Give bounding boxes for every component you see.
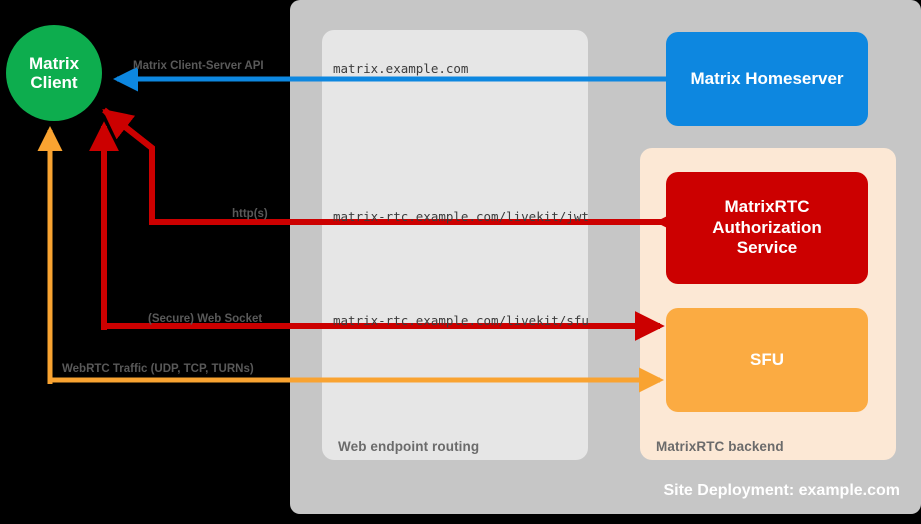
sfu-label: SFU bbox=[750, 349, 784, 369]
endpoint-label-livekit-sfu: matrix-rtc.example.com/livekit/sfu bbox=[333, 313, 589, 328]
web-endpoint-routing-panel bbox=[322, 30, 588, 460]
auth-service-label-line1: MatrixRTC bbox=[724, 197, 810, 217]
matrix-client-label-line1: Matrix bbox=[28, 53, 80, 73]
node-matrix-client[interactable]: Matrix Client bbox=[6, 25, 102, 121]
endpoint-label-matrix-example-com: matrix.example.com bbox=[333, 61, 469, 76]
matrixrtc-backend-label: MatrixRTC backend bbox=[656, 439, 784, 454]
matrix-client-label-line2: Client bbox=[30, 73, 78, 92]
endpoint-label-livekit-jwt: matrix-rtc.example.com/livekit/jwt bbox=[333, 209, 589, 224]
auth-service-label-line3: Service bbox=[736, 238, 798, 258]
node-matrix-homeserver[interactable]: Matrix Homeserver bbox=[666, 32, 868, 126]
site-deployment-label: Site Deployment: example.com bbox=[663, 482, 900, 499]
auth-service-label-line2: Authorization bbox=[712, 217, 822, 237]
node-sfu[interactable]: SFU bbox=[666, 308, 868, 412]
web-endpoint-routing-label: Web endpoint routing bbox=[338, 439, 480, 454]
node-matrixrtc-authorization-service[interactable]: MatrixRTC Authorization Service bbox=[666, 172, 868, 284]
edge-label-webrtc-traffic: WebRTC Traffic (UDP, TCP, TURNs) bbox=[62, 363, 254, 375]
edge-label-secure-web-socket: (Secure) Web Socket bbox=[148, 313, 263, 325]
edge-label-client-server-api: Matrix Client-Server API bbox=[133, 60, 264, 72]
edge-label-http-s: http(s) bbox=[232, 208, 268, 220]
matrix-homeserver-label: Matrix Homeserver bbox=[690, 68, 844, 88]
